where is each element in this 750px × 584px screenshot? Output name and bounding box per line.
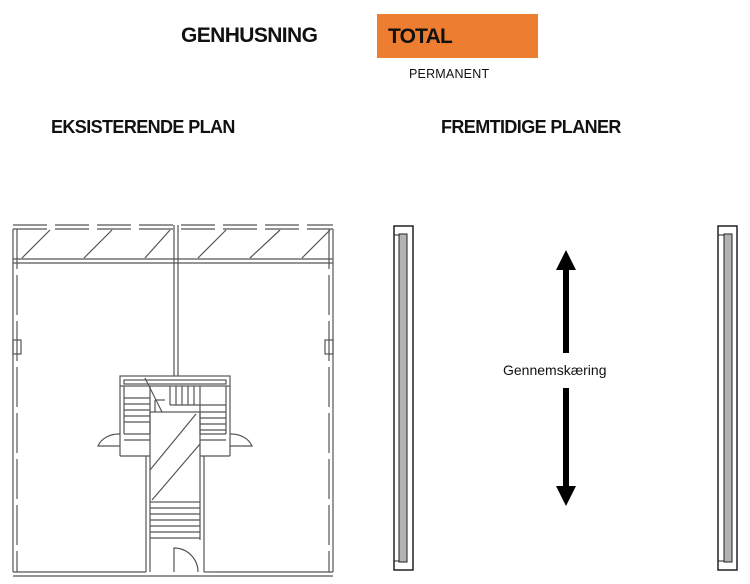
future-section-drawing xyxy=(393,225,738,571)
outer-walls xyxy=(12,229,334,577)
arrow-up-icon xyxy=(556,250,576,270)
existing-floor-plan xyxy=(12,224,334,577)
balcony-rail xyxy=(13,224,333,264)
stair-treads-left xyxy=(124,386,151,434)
stair-treads-right xyxy=(199,405,226,434)
existing-plan-heading: EKSISTERENDE PLAN xyxy=(51,117,235,137)
section-arrow xyxy=(556,250,576,506)
arrow-down-icon xyxy=(556,486,576,506)
section-wall-right xyxy=(717,225,738,571)
page-title: GENHUSNING xyxy=(181,24,318,47)
future-plans-heading: FREMTIDIGE PLANER xyxy=(441,117,621,137)
entry-door-swing xyxy=(173,547,199,573)
category-tag-label: TOTAL xyxy=(388,25,453,48)
category-subtag: PERMANENT xyxy=(409,67,490,81)
section-wall-left xyxy=(393,225,414,571)
center-partition xyxy=(173,225,179,376)
stair-treads-top xyxy=(169,386,226,406)
stair-core xyxy=(97,375,253,573)
stair-treads-bottom xyxy=(150,507,200,539)
category-tag: TOTAL xyxy=(377,14,538,58)
section-label: Gennemskæring xyxy=(503,362,607,378)
